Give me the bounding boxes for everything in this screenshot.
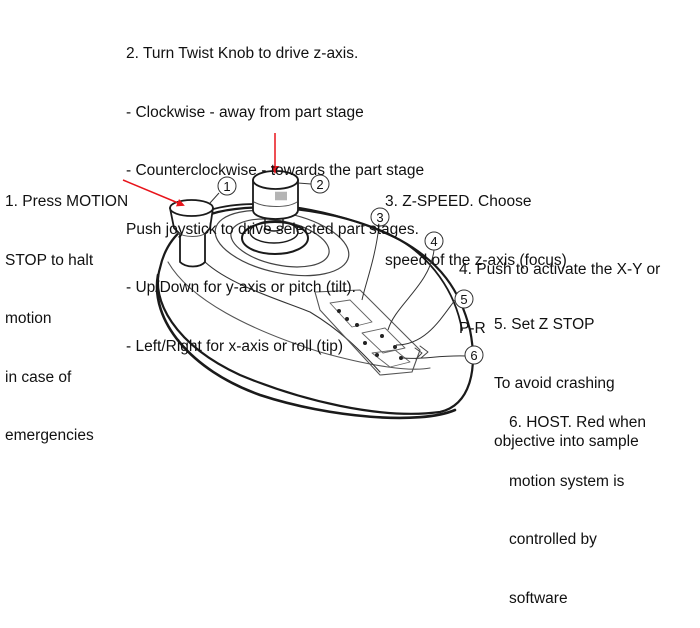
- annotation-line: 5. Set Z STOP: [494, 316, 595, 333]
- led: [337, 309, 341, 313]
- callout-2-leader: [297, 182, 312, 185]
- annotation-line: in case of: [5, 368, 72, 386]
- joystick-stem: [264, 217, 284, 232]
- annotation-line: motion system is: [509, 472, 625, 490]
- callout-5-number: 5: [460, 292, 467, 307]
- motion-stop-button-body: [169, 207, 214, 268]
- callout-4-leader: [387, 249, 435, 331]
- controller-base-outline: [156, 206, 474, 415]
- annotation-2-twist-knob: 2. Turn Twist Knob to drive z-axis. - Cl…: [126, 5, 424, 376]
- joystick-boot-ring-inner: [249, 220, 299, 244]
- led: [375, 353, 379, 357]
- controller-base-bottom-edge: [155, 273, 457, 420]
- joystick-boot-ring: [241, 221, 309, 255]
- callout-3-leader: [361, 225, 380, 301]
- annotation-line: - Up/Down for y-axis or pitch (tilt).: [126, 279, 356, 296]
- annotation-4-xy-pr: 4. Push to activate the X-Y or P-R: [459, 221, 660, 358]
- led: [345, 317, 349, 321]
- annotation-line: 6. HOST. Red when: [509, 414, 646, 431]
- z-stop-button-group: [371, 349, 411, 368]
- callout-1-number: 1: [223, 179, 230, 194]
- xy-pr-button-group: [361, 327, 406, 354]
- annotation-line: - Left/Right for x-axis or roll (tip): [126, 337, 344, 355]
- annotation-line: 4. Push to activate the X-Y or: [459, 261, 661, 278]
- callout-4-number: 4: [430, 234, 437, 249]
- annotation-line: 2. Turn Twist Knob to drive z-axis.: [126, 45, 359, 62]
- twist-knob-grip-lines: [275, 191, 287, 201]
- callout-1-circle: [217, 176, 237, 196]
- callout-6-number: 6: [470, 348, 477, 363]
- annotation-5-z-stop: 5. Set Z STOP To avoid crashing objectiv…: [494, 276, 639, 471]
- annotation-line: - Clockwise - away from part stage: [126, 103, 364, 121]
- annotation-1-motion-stop: 1. Press MOTION STOP to halt motion in c…: [5, 153, 128, 465]
- twist-knob-band: [253, 201, 298, 207]
- annotation-line: motion: [5, 310, 52, 327]
- annotation-line: P-R: [459, 319, 486, 337]
- controller-top-rim-inner: [204, 261, 381, 373]
- annotation-6-host: 6. HOST. Red when motion system is contr…: [509, 374, 646, 628]
- callout-6-leader: [402, 355, 467, 359]
- annotation-line: 1. Press MOTION: [5, 193, 129, 210]
- annotation-line: To avoid crashing: [494, 374, 615, 392]
- annotation-3-z-speed: 3. Z-SPEED. Choose speed of the z-axis (…: [385, 153, 567, 290]
- joystick-controller-illustration: 1 2 3 4 5 6: [122, 133, 484, 420]
- panel-chevron-2: [414, 347, 423, 360]
- callout-2-number: 2: [316, 177, 323, 192]
- callout-2-circle: [310, 174, 330, 194]
- annotation-line: software: [509, 589, 568, 607]
- button-panel-outline: [314, 289, 421, 376]
- callout-5-leader: [395, 299, 456, 346]
- controller-top-rim: [167, 261, 431, 370]
- callout-5-circle: [454, 289, 474, 309]
- z-speed-button-group: [329, 299, 373, 328]
- annotation-line: Push joystick to drive selected part sta…: [126, 220, 419, 238]
- host-led: [399, 356, 403, 360]
- callout-4-circle: [424, 231, 444, 251]
- callout-3-number: 3: [376, 210, 383, 225]
- arrow-to-motion-stop: [122, 179, 185, 207]
- led: [380, 334, 384, 338]
- annotation-line: objective into sample: [494, 433, 639, 450]
- led: [393, 345, 397, 349]
- annotation-line: controlled by: [509, 531, 597, 548]
- callout-1-leader: [209, 192, 220, 204]
- led: [363, 341, 367, 345]
- led: [355, 323, 359, 327]
- twist-knob-body: [252, 179, 299, 220]
- annotation-line: STOP to halt: [5, 251, 94, 269]
- motion-stop-button-ring: [175, 231, 209, 237]
- annotation-line: speed of the z-axis (focus): [385, 251, 567, 269]
- annotation-line: - Counterclockwise - towards the part st…: [126, 162, 425, 179]
- panel-chevron: [419, 345, 429, 359]
- annotation-line: 3. Z-SPEED. Choose: [385, 193, 532, 210]
- callout-6-circle: [464, 345, 484, 365]
- callout-3-circle: [370, 207, 390, 227]
- annotation-line: emergencies: [5, 427, 94, 444]
